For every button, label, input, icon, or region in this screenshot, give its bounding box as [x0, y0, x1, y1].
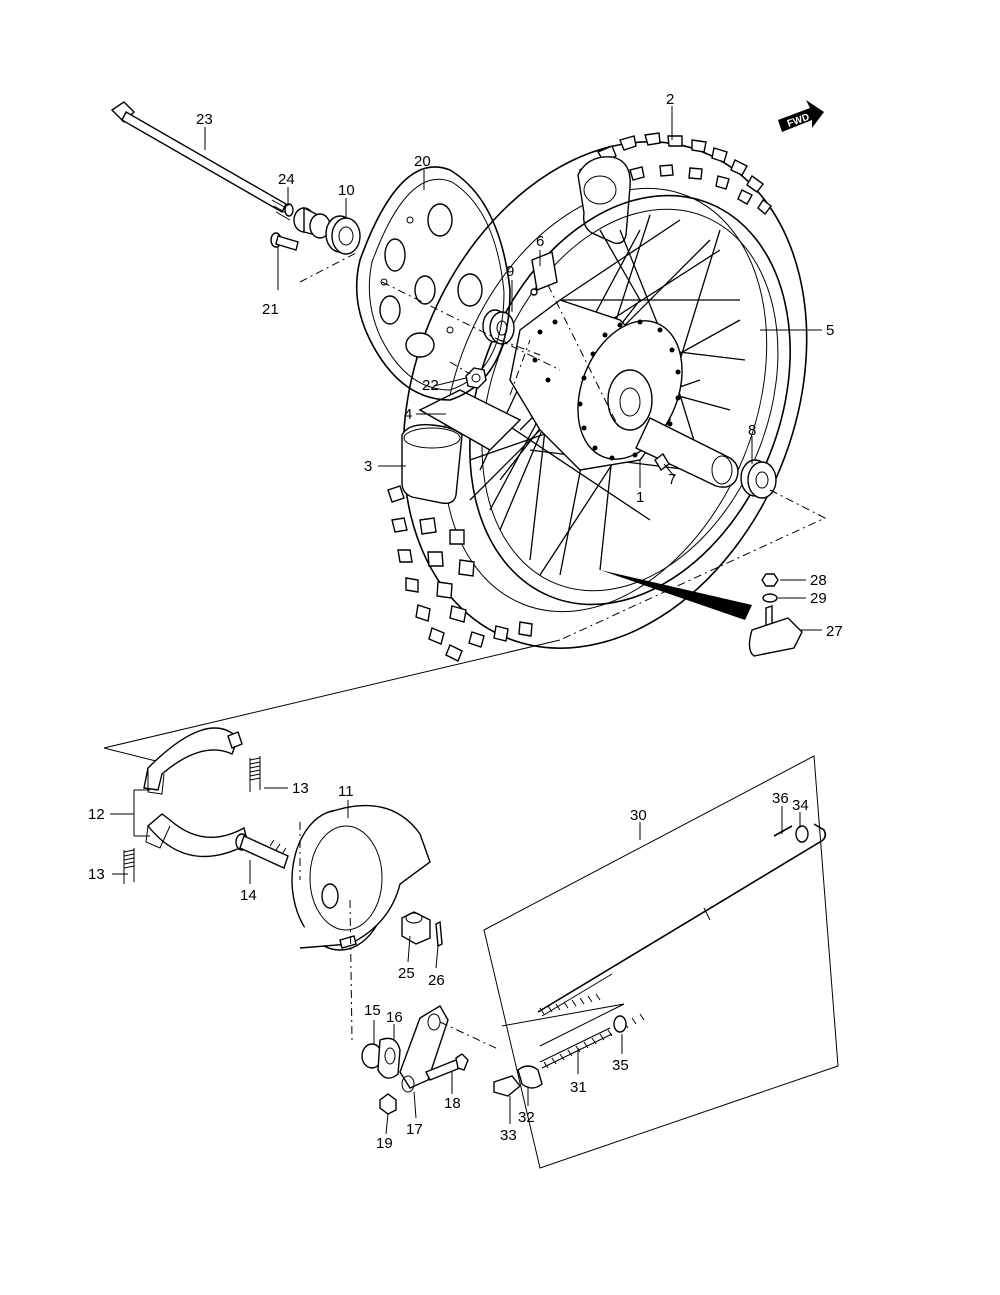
- brake-spring-upper: [249, 756, 261, 792]
- brake-shoes: [143, 727, 249, 858]
- callout-1: 1: [636, 489, 644, 506]
- rear-sprocket: [355, 166, 511, 401]
- callout-5: 5: [826, 322, 834, 339]
- callout-13-upper: 13: [292, 780, 309, 797]
- callout-7: 7: [668, 471, 676, 488]
- callout-32: 32: [518, 1109, 535, 1126]
- brake-arm-nut: [379, 1093, 397, 1115]
- callout-12: 12: [88, 806, 105, 823]
- oil-seal: [325, 215, 361, 255]
- brake-spring-lower: [123, 848, 135, 884]
- fwd-label: FWD: [786, 112, 811, 130]
- fwd-arrow-icon: FWD: [778, 100, 824, 132]
- callout-8: 8: [748, 422, 756, 439]
- callout-20: 20: [414, 153, 431, 170]
- rear-axle: [110, 101, 294, 221]
- callout-31: 31: [570, 1079, 587, 1096]
- brake-rod-kit-box: [483, 755, 839, 1169]
- callout-19: 19: [376, 1135, 393, 1152]
- callout-35: 35: [612, 1057, 629, 1074]
- callout-15: 15: [364, 1002, 381, 1019]
- callout-16: 16: [386, 1009, 403, 1026]
- callout-26: 26: [428, 972, 445, 989]
- axle-collar: [293, 206, 331, 239]
- brake-indicator-16: [377, 1037, 401, 1079]
- callout-22: 22: [422, 377, 439, 394]
- callout-21: 21: [262, 301, 279, 318]
- brake-arm: [399, 1005, 449, 1093]
- brake-arm-bolt: [425, 1053, 469, 1081]
- bearing-right: [740, 459, 777, 499]
- callout-23: 23: [196, 111, 213, 128]
- callout-24: 24: [278, 171, 295, 188]
- callout-10: 10: [338, 182, 355, 199]
- callout-4: 4: [404, 406, 412, 423]
- assembly-outline-lines: [103, 489, 827, 763]
- cotter-pin: [435, 920, 443, 948]
- callout-2: 2: [666, 91, 674, 108]
- cable-holder: [401, 911, 431, 945]
- leader-lines-lower: [110, 787, 801, 1135]
- callout-29: 29: [810, 590, 827, 607]
- sprocket-bolt: [270, 232, 299, 251]
- label-plate: [530, 251, 558, 296]
- callout-17: 17: [406, 1121, 423, 1138]
- callout-33: 33: [500, 1127, 517, 1144]
- alignment-lines-upper: [299, 251, 621, 431]
- callout-13-lower: 13: [88, 866, 105, 883]
- tire: [387, 132, 808, 662]
- callout-27: 27: [826, 623, 843, 640]
- hub: [509, 299, 739, 488]
- callout-30: 30: [630, 807, 647, 824]
- callout-18: 18: [444, 1095, 461, 1112]
- callout-11: 11: [338, 783, 354, 800]
- callout-28: 28: [810, 572, 827, 589]
- callout-6: 6: [536, 233, 544, 250]
- detail-pointer: [600, 570, 752, 620]
- alignment-lines-lower: [299, 822, 501, 1051]
- callouts: 2 23 20 24 10 6 9 21 5 22 4 8 3 7 1 28 2…: [88, 91, 843, 1152]
- callout-36: 36: [772, 790, 789, 807]
- callout-3: 3: [364, 458, 372, 475]
- sprocket-nut: [465, 367, 487, 389]
- callout-9: 9: [506, 263, 514, 280]
- brake-panel: [291, 804, 431, 951]
- valve-assembly: [748, 573, 822, 657]
- callout-34: 34: [792, 797, 809, 814]
- callout-25: 25: [398, 965, 415, 982]
- leader-lines-upper: [204, 106, 822, 488]
- callout-14: 14: [240, 887, 257, 904]
- brake-cam: [235, 833, 289, 869]
- rim-tape: [418, 389, 522, 451]
